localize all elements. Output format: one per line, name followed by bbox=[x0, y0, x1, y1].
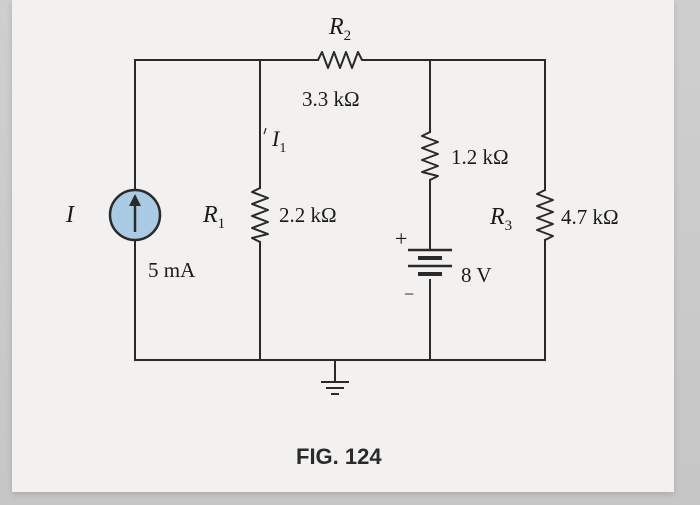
battery-minus: − bbox=[404, 284, 414, 304]
r-middle-value: 1.2 kΩ bbox=[451, 145, 509, 169]
figure-caption: FIG. 124 bbox=[296, 444, 382, 469]
textbook-page bbox=[12, 0, 674, 492]
r1-label: R1 bbox=[202, 202, 225, 232]
r1-value: 2.2 kΩ bbox=[279, 203, 337, 227]
battery-symbol bbox=[408, 248, 452, 276]
wires bbox=[134, 59, 546, 383]
r3-resistor bbox=[536, 189, 554, 241]
source-value: 5 mA bbox=[148, 258, 196, 282]
r2-resistor bbox=[317, 51, 366, 69]
r-middle-resistor bbox=[421, 131, 439, 181]
branch-current-label: I1 bbox=[271, 126, 286, 156]
ground-symbol bbox=[321, 381, 349, 395]
source-label: I bbox=[65, 202, 75, 228]
r2-value: 3.3 kΩ bbox=[302, 87, 360, 111]
branch-current-tick bbox=[263, 127, 267, 135]
battery-value: 8 V bbox=[461, 263, 492, 287]
r3-value: 4.7 kΩ bbox=[561, 205, 619, 229]
r1-resistor bbox=[251, 187, 269, 243]
current-source-symbol bbox=[108, 188, 162, 242]
r2-label: R2 bbox=[328, 14, 351, 44]
battery-plus: + bbox=[395, 226, 407, 251]
r3-label: R3 bbox=[489, 204, 512, 234]
